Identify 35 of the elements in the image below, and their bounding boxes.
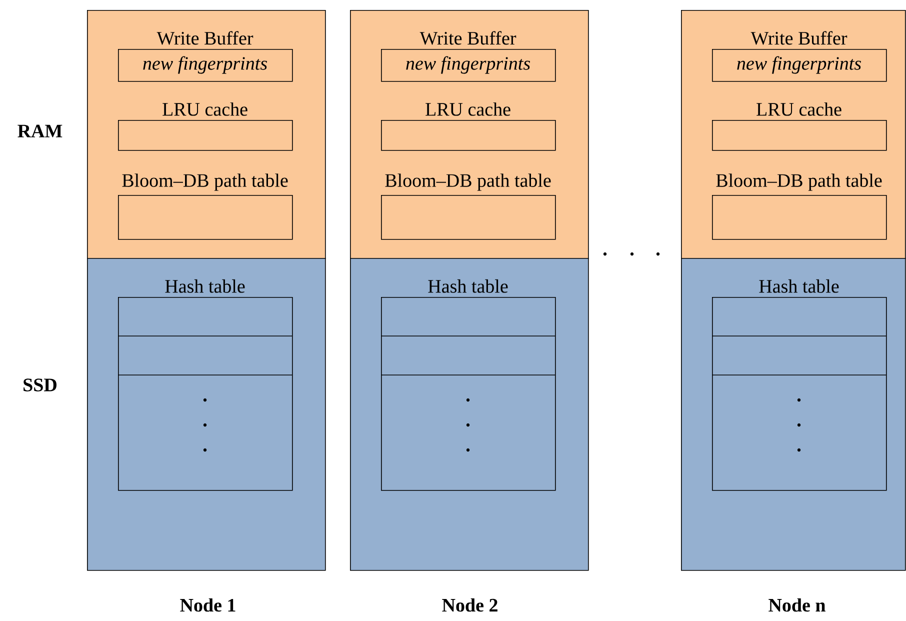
table-box: Bloom–DB path table [381,174,556,240]
memory-panel [681,10,906,259]
node-label: LRU cache [756,102,842,116]
hash-table: Hash table [380,279,556,491]
node-label: Write Buffer [750,31,848,45]
row-label: RAM [18,124,62,138]
memory-panel [350,10,589,259]
memory-panel [87,10,326,259]
table-box: LRU cache [118,102,293,151]
node-label: LRU cache [162,102,248,116]
memory-panel [87,258,326,571]
node-label: Hash table [165,279,245,293]
row-label: SSD [24,378,56,392]
node-label: Bloom–DB path table [385,174,551,191]
memory-panel [681,258,906,571]
node-label: Write Buffer [156,31,254,45]
table-box: LRU cache [712,102,887,151]
node-label: Bloom–DB path table [716,174,882,191]
node-label: Bloom–DB path table [122,174,288,191]
column-label: Node 2 [442,598,498,612]
node-label: LRU cache [426,102,510,116]
table-box: Write Buffer new fingerprints [712,31,887,82]
memory-panel [350,258,589,571]
hash-table: Hash table [118,279,293,491]
table-box: Write Buffer new fingerprints [118,31,293,82]
table-box: Bloom–DB path table [712,174,887,240]
table-box: LRU cache [381,102,556,151]
table-box: Bloom–DB path table [118,174,293,240]
column-label: Node 1 [180,598,236,612]
column-label: Node n [768,598,826,612]
node-label: Write Buffer [420,31,516,45]
node-label: Hash table [428,279,508,293]
node-label: Hash table [759,279,839,293]
table-box: Write Buffer new fingerprints [381,31,556,82]
hash-table: Hash table [712,279,887,491]
